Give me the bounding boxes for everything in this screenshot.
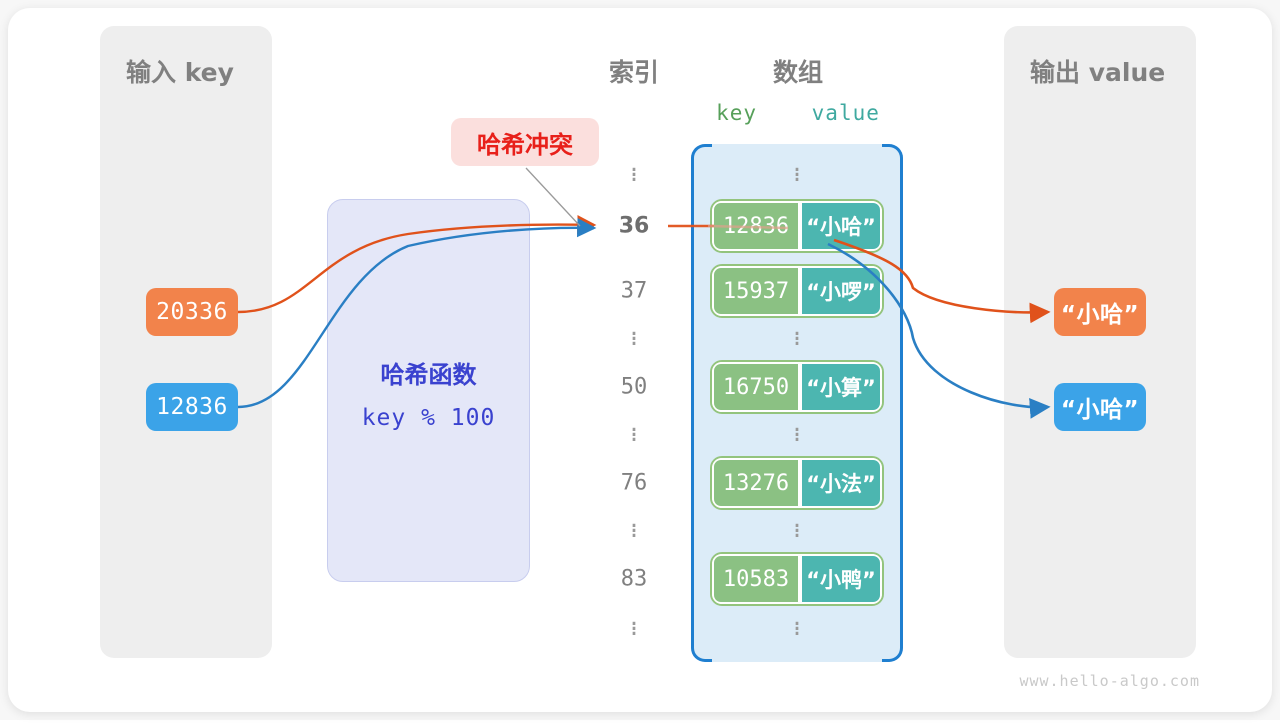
input-key-pill-1: 12836 (146, 383, 238, 431)
output-value-pill-0: “小哈” (1054, 288, 1146, 336)
table-row: 15937 “小啰” (710, 264, 884, 318)
row-value-cell: “小法” (800, 458, 882, 508)
table-row: 16750 “小算” (710, 360, 884, 414)
row-key-cell: 15937 (712, 266, 800, 316)
index-label-83: 83 (620, 566, 648, 592)
array-dots-0: ··· (792, 155, 802, 196)
key-column-header: key (716, 101, 758, 125)
row-key-cell: 13276 (712, 458, 800, 508)
array-dots-4: ··· (792, 609, 802, 650)
array-header: 数组 (772, 58, 823, 87)
index-label-36: 36 (618, 213, 650, 239)
index-dots-2: ··· (629, 415, 639, 456)
row-key-cell: 10583 (712, 554, 800, 604)
input-key-label-1: 12836 (156, 394, 228, 420)
row-value-cell: “小哈” (800, 201, 882, 251)
hash-function-box: 哈希函数 key % 100 (327, 199, 530, 582)
array-dots-1: ··· (792, 319, 802, 360)
table-row: 12836 “小哈” (710, 199, 884, 253)
index-dots-1: ··· (629, 319, 639, 360)
index-dots-3: ··· (629, 511, 639, 552)
index-dots-4: ··· (629, 609, 639, 650)
row-value-cell: “小鸭” (800, 554, 882, 604)
index-column-header: 索引 (608, 58, 659, 87)
array-dots-2: ··· (792, 415, 802, 456)
key-value-column-headers: key value (692, 101, 904, 125)
diagram-card: 输入 key 20336 12836 哈希函数 key % 100 哈希冲突 索… (8, 8, 1272, 712)
row-key-cell: 16750 (712, 362, 800, 412)
value-column-header: value (811, 101, 880, 125)
output-value-panel (1004, 26, 1196, 658)
output-value-label-0: “小哈” (1060, 302, 1140, 328)
hash-function-title: 哈希函数 (380, 361, 477, 389)
row-value-cell: “小算” (800, 362, 882, 412)
output-value-pill-1: “小哈” (1054, 383, 1146, 431)
hash-function-formula: key % 100 (361, 405, 496, 431)
output-panel-title: 输出 value (1030, 58, 1166, 87)
output-value-label-1: “小哈” (1060, 397, 1140, 423)
hash-collision-label: 哈希冲突 (477, 130, 573, 159)
index-label-76: 76 (620, 470, 648, 496)
wire-collision-leader (525, 167, 581, 227)
input-key-label-0: 20336 (156, 299, 228, 325)
index-label-50: 50 (620, 374, 648, 400)
table-row: 13276 “小法” (710, 456, 884, 510)
index-column: ··· 36 37 ··· 50 ··· 76 ··· 83 ··· (598, 144, 670, 662)
input-key-pill-0: 20336 (146, 288, 238, 336)
array-dots-3: ··· (792, 511, 802, 552)
row-key-cell: 12836 (712, 201, 800, 251)
input-panel-title: 输入 key (126, 58, 234, 87)
table-row: 10583 “小鸭” (710, 552, 884, 606)
hash-collision-badge: 哈希冲突 (451, 118, 599, 166)
index-label-37: 37 (620, 278, 648, 304)
watermark: www.hello-algo.com (1019, 672, 1200, 690)
input-key-panel (100, 26, 272, 658)
index-dots-0: ··· (629, 155, 639, 196)
row-value-cell: “小啰” (800, 266, 882, 316)
